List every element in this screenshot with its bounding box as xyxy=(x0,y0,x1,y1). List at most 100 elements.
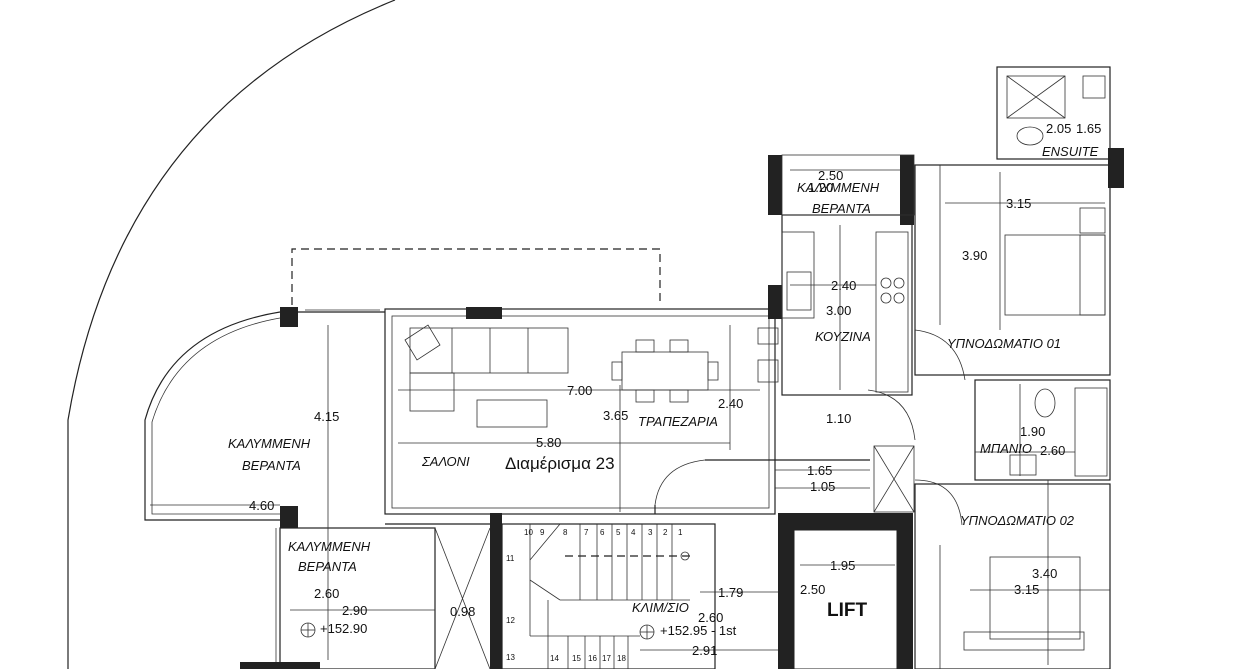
dim-390: 3.90 xyxy=(962,248,987,263)
dim-240-kitchen: 2.40 xyxy=(831,278,856,293)
dim-110: 1.10 xyxy=(826,411,851,426)
sink xyxy=(786,271,812,311)
wall-segment xyxy=(1108,148,1124,188)
left-veranda-curve-inner xyxy=(151,317,281,515)
column xyxy=(466,307,502,319)
door-arc xyxy=(914,329,966,381)
stair-treads xyxy=(529,523,690,669)
dim-250-top: 2.50 xyxy=(818,168,843,183)
coffee-table xyxy=(476,399,548,428)
kitchen-counter-right xyxy=(875,231,909,393)
stair-number: 13 xyxy=(506,653,515,662)
stove-burner xyxy=(893,277,905,289)
dim-580: 5.80 xyxy=(536,435,561,450)
dim-340: 3.40 xyxy=(1032,566,1057,581)
stair-number: 2 xyxy=(663,528,668,537)
room-label-veranda-lower-2: ΒΕΡΑΝΤΑ xyxy=(298,559,357,574)
level-left: +152.90 xyxy=(320,621,367,636)
top-veranda-outline xyxy=(781,154,915,216)
dim-291: 2.91 xyxy=(692,643,717,658)
stair-number: 18 xyxy=(617,654,626,663)
stair-outline xyxy=(501,523,716,669)
dim-250-lift: 2.50 xyxy=(800,582,825,597)
dim-260-stair: 2.60 xyxy=(698,610,723,625)
wall-segment xyxy=(768,285,782,319)
room-label-veranda-left-2: ΒΕΡΑΝΤΑ xyxy=(242,458,301,473)
dimension-lines xyxy=(150,169,1110,665)
dim-105: 1.05 xyxy=(810,479,835,494)
room-label-veranda-lower-1: ΚΑΛΥΜΜΕΝΗ xyxy=(288,539,371,554)
basin xyxy=(1082,75,1106,99)
stair-number: 10 xyxy=(524,528,533,537)
door-arc xyxy=(914,479,963,526)
stair-number: 15 xyxy=(572,654,581,663)
level-marker-left xyxy=(300,622,316,638)
dim-365: 3.65 xyxy=(603,408,628,423)
stove-burner xyxy=(880,292,892,304)
ensuite-outline xyxy=(996,66,1111,160)
dim-315-top: 3.15 xyxy=(1006,196,1031,211)
stair-number: 9 xyxy=(540,528,545,537)
bed-02 xyxy=(989,556,1081,640)
dim-300: 3.00 xyxy=(826,303,851,318)
column xyxy=(280,506,298,528)
dining-table xyxy=(611,327,779,403)
level-marker-stair xyxy=(639,624,655,640)
stair-number: 3 xyxy=(648,528,653,537)
kitchen-counter-left xyxy=(781,231,815,319)
wall-segment xyxy=(900,155,914,225)
sofa xyxy=(404,324,569,428)
site-boundary-arc xyxy=(67,0,396,669)
dim-120: 1.20 xyxy=(808,180,833,195)
door-arc xyxy=(654,459,706,506)
room-label-ensuite: ENSUITE xyxy=(1042,144,1099,159)
stair-number: 8 xyxy=(563,528,568,537)
bathroom-outline xyxy=(974,379,1111,481)
stove-burner xyxy=(893,292,905,304)
dim-290: 2.90 xyxy=(342,603,367,618)
dim-195: 1.95 xyxy=(830,558,855,573)
shower xyxy=(1006,75,1066,119)
level-stair: +152.95 - 1st xyxy=(660,623,737,638)
living-inner xyxy=(391,315,770,509)
dim-260-left: 2.60 xyxy=(314,586,339,601)
nightstand xyxy=(1079,207,1106,234)
room-label-dining: ΤΡΑΠΕΖΑΡΙΑ xyxy=(638,414,718,429)
door-arc xyxy=(867,389,916,441)
shaft-cross xyxy=(434,527,491,669)
stair-number: 1 xyxy=(678,528,683,537)
stair-number: 12 xyxy=(506,616,515,625)
dim-165-ensuite: 1.65 xyxy=(1076,121,1101,136)
dim-098: 0.98 xyxy=(450,604,475,619)
dim-460: 4.60 xyxy=(249,498,274,513)
stair-number: 17 xyxy=(602,654,611,663)
duct xyxy=(873,445,915,513)
stove-burner xyxy=(880,277,892,289)
bed-headboard xyxy=(963,631,1085,651)
dim-205: 2.05 xyxy=(1046,121,1071,136)
basin xyxy=(1009,454,1037,476)
room-label-kitchen: ΚΟΥΖΙΝΑ xyxy=(815,329,871,344)
lift-label: LIFT xyxy=(827,600,867,621)
dim-315-bottom: 3.15 xyxy=(1014,582,1039,597)
stair-start-marker xyxy=(680,551,690,561)
bathtub xyxy=(1074,387,1108,477)
stair-number: 4 xyxy=(631,528,636,537)
room-label-living: ΣΑΛΟΝΙ xyxy=(421,454,470,469)
stair-wall xyxy=(490,513,502,669)
stair-number: 16 xyxy=(588,654,597,663)
room-label-bathroom: ΜΠΑΝΙΟ xyxy=(980,441,1032,456)
lift-shaft-inner xyxy=(793,529,898,669)
stair-number: 7 xyxy=(584,528,589,537)
bedroom-01-outline xyxy=(914,164,1111,376)
dim-700: 7.00 xyxy=(567,383,592,398)
wall-segment xyxy=(240,662,320,669)
stair-number: 6 xyxy=(600,528,605,537)
room-label-veranda-top-2: ΒΕΡΑΝΤΑ xyxy=(812,201,871,216)
pergola-dashed xyxy=(291,248,661,305)
room-label-bedroom-02: ΥΠΝΟΔΩΜΑΤΙΟ 02 xyxy=(960,513,1075,528)
dim-240-dining: 2.40 xyxy=(718,396,743,411)
room-label-veranda-top-1: ΚΑΛΥΜΜΕΝΗ xyxy=(797,180,880,195)
stair-number: 5 xyxy=(616,528,621,537)
